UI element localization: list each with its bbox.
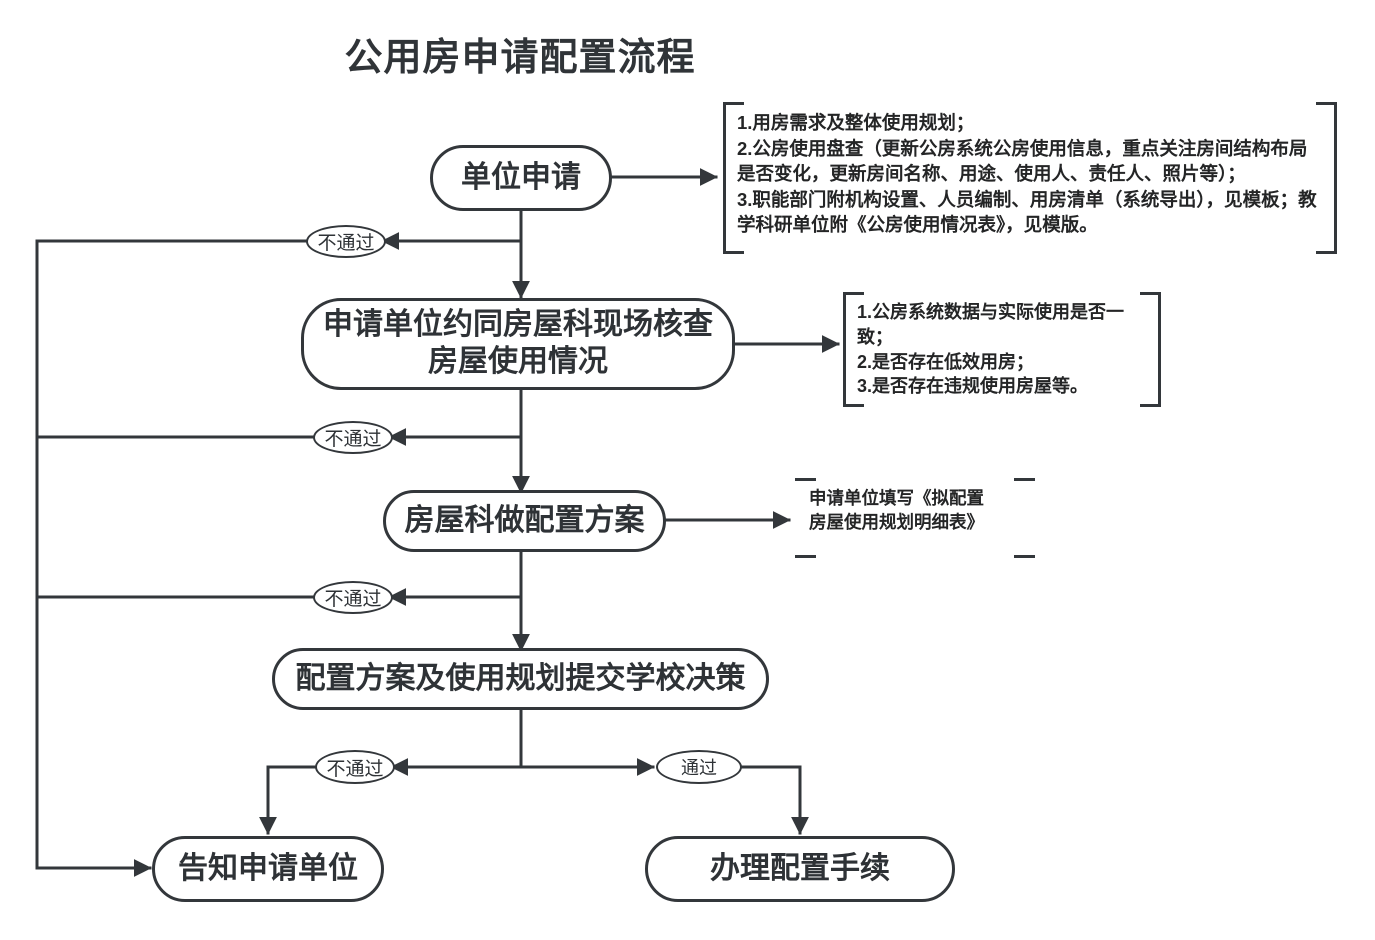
- note-application-materials: 1.用房需求及整体使用规划； 2.公房使用盘查（更新公房系统公房使用信息，重点关…: [723, 102, 1337, 254]
- bracket-corner-icon: [723, 251, 744, 254]
- node-label: 办理配置手续: [710, 851, 890, 885]
- note-text: 1.公房系统数据与实际使用是否一致； 2.是否存在低效用房； 3.是否存在违规使…: [857, 302, 1125, 397]
- bracket-corner-icon: [795, 478, 816, 481]
- node-label: 房屋科做配置方案: [404, 503, 645, 537]
- bracket-corner-icon: [1014, 555, 1035, 558]
- decision-label: 通过: [681, 758, 717, 778]
- node-label: 申请单位约同房屋科现场核查 房屋使用情况: [323, 308, 713, 378]
- decision-label: 不通过: [324, 589, 382, 610]
- note-inspection-checklist: 1.公房系统数据与实际使用是否一致； 2.是否存在低效用房； 3.是否存在违规使…: [843, 292, 1161, 407]
- node-process-allocation[interactable]: 办理配置手续: [645, 836, 955, 902]
- decision-reject-2[interactable]: 不通过: [313, 421, 393, 454]
- node-submit-to-school[interactable]: 配置方案及使用规划提交学校决策: [272, 648, 769, 710]
- decision-label: 不通过: [317, 233, 375, 254]
- node-notify-applicant[interactable]: 告知申请单位: [152, 836, 384, 902]
- decision-reject-3[interactable]: 不通过: [313, 581, 393, 614]
- bracket-corner-icon: [723, 102, 744, 105]
- bracket-edge: [723, 102, 726, 254]
- bracket-corner-icon: [843, 404, 864, 407]
- node-housing-dept-plan[interactable]: 房屋科做配置方案: [383, 490, 666, 552]
- bracket-corner-icon: [795, 555, 816, 558]
- wire-fail4-to-notify: [259, 765, 317, 835]
- bracket-edge: [1334, 102, 1337, 254]
- decision-reject-1[interactable]: 不通过: [306, 225, 386, 258]
- node-unit-application[interactable]: 单位申请: [430, 145, 612, 211]
- node-label: 告知申请单位: [178, 851, 358, 885]
- bracket-edge: [843, 292, 846, 407]
- bracket-edge: [1158, 292, 1161, 407]
- node-label: 单位申请: [461, 160, 581, 194]
- bracket-corner-icon: [1014, 478, 1035, 481]
- decision-label: 不通过: [326, 758, 384, 780]
- wire-fail1-to-trunk: [35, 239, 308, 870]
- wire-pass-to-handle: [737, 765, 809, 835]
- decision-reject-4[interactable]: 不通过: [315, 750, 395, 784]
- node-onsite-inspection[interactable]: 申请单位约同房屋科现场核查 房屋使用情况: [301, 298, 735, 390]
- node-label: 配置方案及使用规划提交学校决策: [295, 661, 746, 695]
- decision-label: 不通过: [324, 429, 382, 450]
- note-text: 申请单位填写《拟配置 房屋使用规划明细表》: [809, 488, 984, 533]
- decision-approve[interactable]: 通过: [656, 750, 742, 784]
- page-title: 公用房申请配置流程: [344, 37, 696, 79]
- bracket-corner-icon: [843, 292, 864, 295]
- note-allocation-form: 申请单位填写《拟配置 房屋使用规划明细表》: [795, 478, 1035, 558]
- note-text: 1.用房需求及整体使用规划； 2.公房使用盘查（更新公房系统公房使用信息，重点关…: [737, 112, 1317, 236]
